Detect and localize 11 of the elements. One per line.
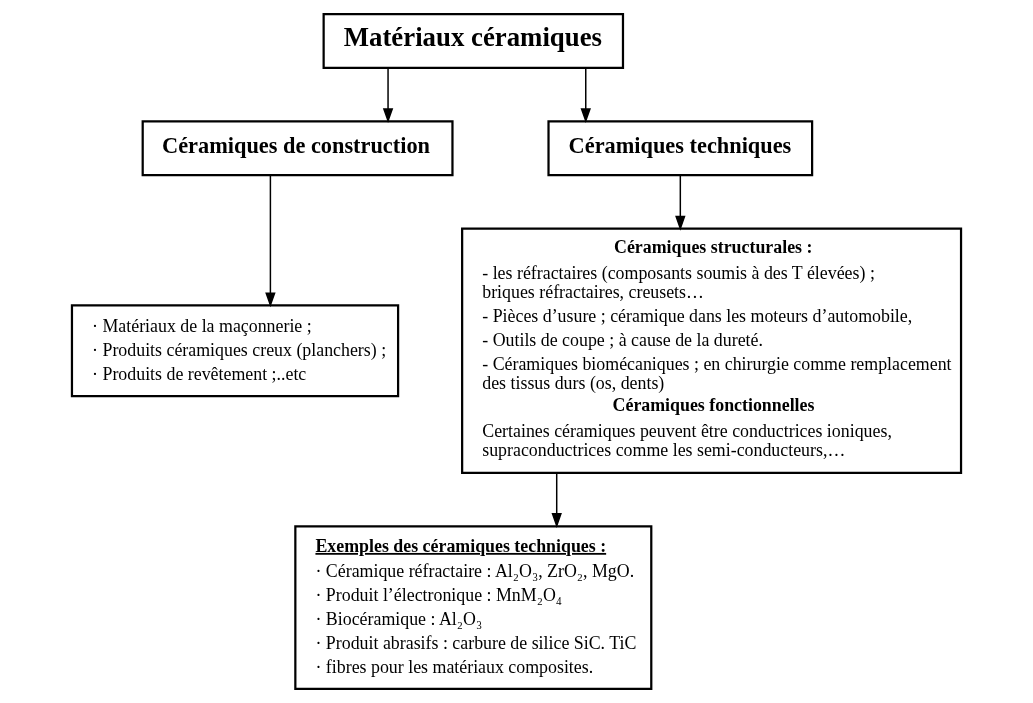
node-box: Exemples des céramiques techniques : · Céramique réfractaire : Al₂O₃, ZrO₂, MgO. · Produit l’électronique : MnM₂O₄ · Biocéramique : Al₂O₃ · Produit abrasifs : carbure de silice SiC. TiC · fibres pour les matériaux composites. [294,525,653,690]
node-box: Matériaux céramiques [322,13,625,69]
node-box: · Matériaux de la maçonnerie ; · Produits céramiques creux (planchers) ; · Produits de revêtement ;..etc [70,304,400,398]
arrow [551,472,562,529]
node-box: Céramiques de construction [141,120,454,177]
arrow [382,67,394,124]
arrow [675,174,686,231]
node-box: Céramiques structurales : - les réfractaires (composants soumis à des T élevées) ; briques réfractaires, creusets… - Pièces d’usure ; céramique dans les moteurs d’automobile, - Outils de coupe ; à cause de la dureté. - Céramiques biomécaniques ; en chirurgie comme remplacement des tissus durs (os, dents) Céramiques fonctionnelles Certaines céramiques peuvent être conductrices ioniques, supraconductrices comme les semi-conducteurs,… [461,227,963,474]
node-box: Céramiques techniques [547,120,814,177]
arrow [265,174,276,308]
arrow [580,67,591,124]
